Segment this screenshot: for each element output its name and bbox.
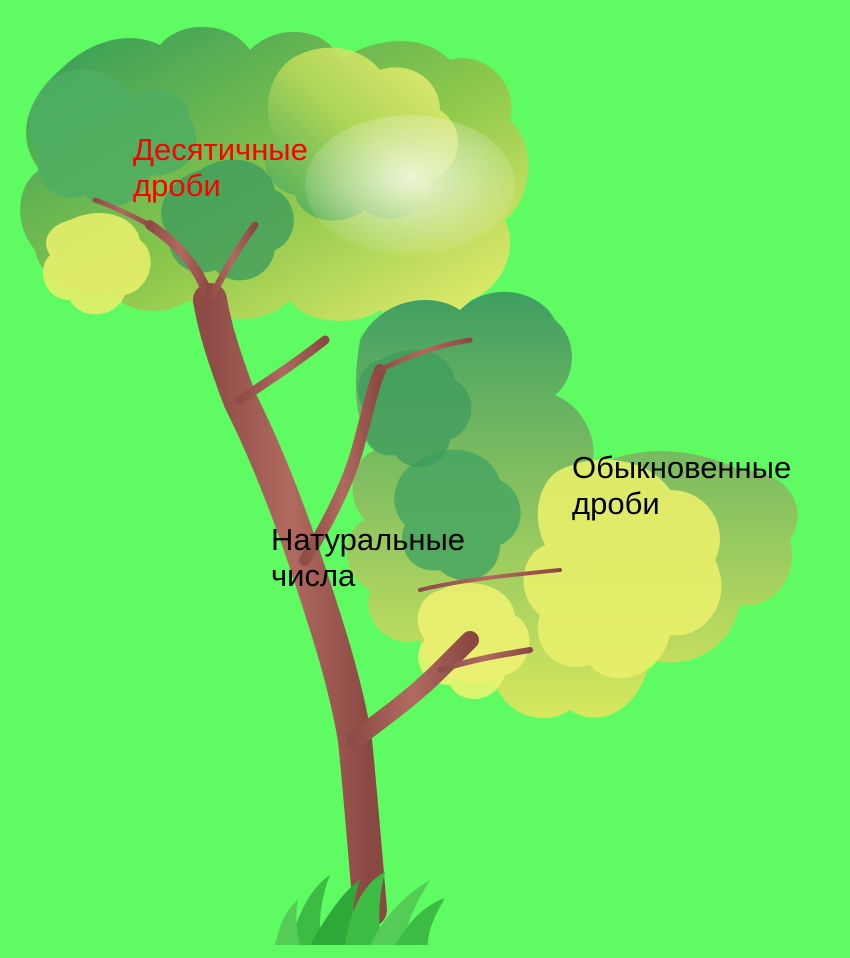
label-decimal-line2: дроби xyxy=(133,168,308,204)
label-common-line1: Обыкновенные xyxy=(572,450,791,486)
label-decimal-fractions: Десятичные дроби xyxy=(133,132,308,204)
label-natural-numbers: Натуральные числа xyxy=(271,522,465,594)
label-natural-line2: числа xyxy=(271,558,465,594)
label-common-line2: дроби xyxy=(572,486,791,522)
label-common-fractions: Обыкновенные дроби xyxy=(572,450,791,522)
label-natural-line1: Натуральные xyxy=(271,522,465,558)
label-decimal-line1: Десятичные xyxy=(133,132,308,168)
